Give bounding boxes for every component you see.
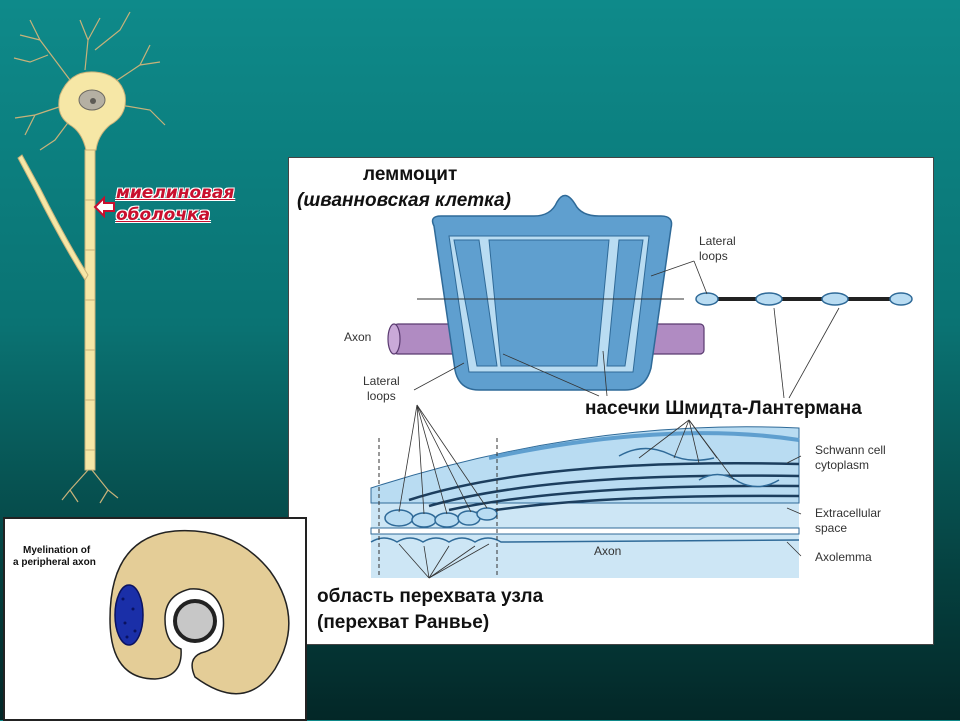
neuron-illustration xyxy=(13,11,166,504)
node-of-ranvier-section xyxy=(370,426,800,578)
axon xyxy=(84,149,96,471)
node-region-label: область перехвата узла xyxy=(317,586,544,607)
extracellular-space-label: Extracellular space xyxy=(815,506,882,535)
myelin-segments xyxy=(85,199,95,451)
node-of-ranvier-label: (перехват Ранвье) xyxy=(317,612,490,633)
cell-body xyxy=(58,71,126,151)
leader-lines-upper xyxy=(413,260,840,399)
nucleolus xyxy=(90,98,96,104)
schwann-cell-crescent xyxy=(109,529,290,695)
arrow-icon xyxy=(93,195,115,219)
schwann-cell-diagram: леммоцит (шванновская клетка) Axon Later… xyxy=(288,157,934,645)
schwann-cell-subtitle: (шванновская клетка) xyxy=(297,190,511,211)
axon-label-bottom: Axon xyxy=(594,544,622,558)
myelin-sheath-label: миелиновая оболочка xyxy=(116,183,235,225)
axon-cross-section xyxy=(173,599,217,643)
dendrites xyxy=(13,11,166,151)
schwann-nucleus xyxy=(114,584,144,646)
schwann-cytoplasm-label: Schwann cell cytoplasm xyxy=(815,443,886,472)
lateral-loops-label-top: Lateral loops xyxy=(699,234,736,263)
lemmocyte-title: леммоцит xyxy=(363,164,458,185)
schwann-cell-drawing xyxy=(370,194,913,579)
schmidt-lanterman-label: насечки Шмидта-Лантермана xyxy=(585,398,862,419)
axon-collateral xyxy=(17,154,89,281)
axon-terminals xyxy=(61,469,119,504)
inset-title: Myelination of a peripheral axon xyxy=(13,545,96,568)
axon-label-top: Axon xyxy=(344,330,372,344)
chromatin-dots xyxy=(121,597,137,639)
myelination-inset: Myelination of a peripheral axon xyxy=(3,517,307,721)
lateral-loops-chain xyxy=(695,292,913,306)
axolemma-label: Axolemma xyxy=(815,550,872,564)
myelination-drawing xyxy=(109,529,290,695)
leader-lines-lower xyxy=(398,404,802,579)
lateral-loops-label-left: Lateral loops xyxy=(363,374,400,403)
